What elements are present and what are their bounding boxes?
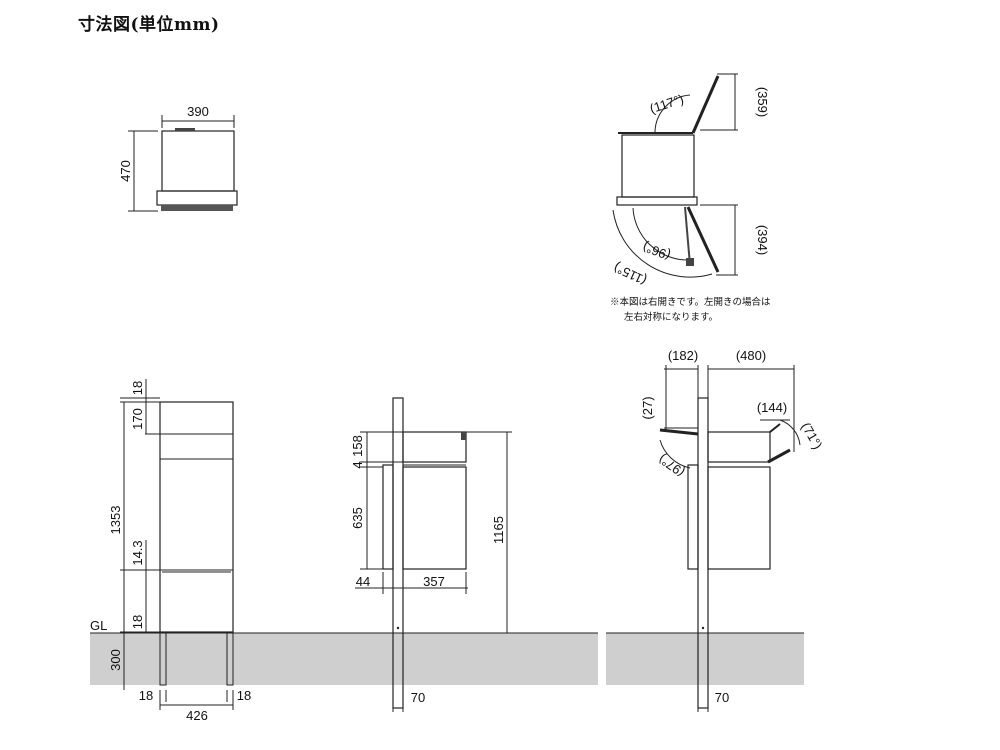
angle-open-97: (97°) — [656, 451, 688, 480]
ground-label: GL — [90, 618, 107, 633]
ground-band-right — [606, 633, 804, 685]
ground-band-left — [90, 633, 598, 685]
open-view — [659, 365, 801, 712]
note-line-2: 左右対称になります。 — [624, 312, 719, 323]
note-line-1: ※本図は右開きです。左開きの場合は — [610, 297, 771, 308]
dim-front-300: 300 — [108, 649, 123, 671]
page-title: 寸法図(単位mm) — [78, 15, 220, 35]
side-view — [355, 397, 512, 712]
swing-view — [612, 73, 738, 278]
dim-front-18-low: 18 — [130, 615, 145, 629]
dim-front-14-3: 14.3 — [130, 540, 145, 565]
dim-door-height: (394) — [755, 225, 770, 255]
dim-top-height: 470 — [118, 160, 133, 182]
angle-lid: (117°) — [648, 91, 686, 116]
angle-door-b: (115°) — [611, 260, 649, 288]
angle-door-a: (96°) — [641, 239, 673, 263]
dim-open-27: (27) — [640, 396, 655, 419]
dim-side-357: 357 — [423, 574, 445, 589]
dim-front-170: 170 — [130, 408, 145, 430]
dim-front-width: 426 — [186, 708, 208, 723]
top-view — [128, 115, 238, 212]
dim-top-width: 390 — [187, 104, 209, 119]
dim-lid-height: (359) — [755, 87, 770, 117]
dim-front-top: 18 — [130, 381, 145, 395]
dim-front-bottom-left: 18 — [139, 688, 153, 703]
dim-front-bottom-right: 18 — [237, 688, 251, 703]
dim-side-post: 70 — [411, 690, 425, 705]
dim-side-1165: 1165 — [491, 516, 506, 544]
note-text: ※本図は右開きです。左開きの場合は 左右対称になります。 — [610, 295, 771, 325]
dim-side-635: 635 — [350, 507, 365, 529]
dim-open-480: (480) — [736, 348, 766, 363]
dim-front-1353: 1353 — [108, 506, 123, 535]
dim-side-4: 4 — [350, 461, 365, 468]
dim-open-post: 70 — [715, 690, 729, 705]
dim-side-44: 44 — [356, 574, 370, 589]
dim-open-144: (144) — [757, 400, 787, 415]
front-view — [120, 379, 234, 710]
dim-open-182: (182) — [668, 348, 698, 363]
angle-open-71: (71°) — [798, 420, 825, 452]
dim-side-158: 158 — [350, 435, 365, 457]
